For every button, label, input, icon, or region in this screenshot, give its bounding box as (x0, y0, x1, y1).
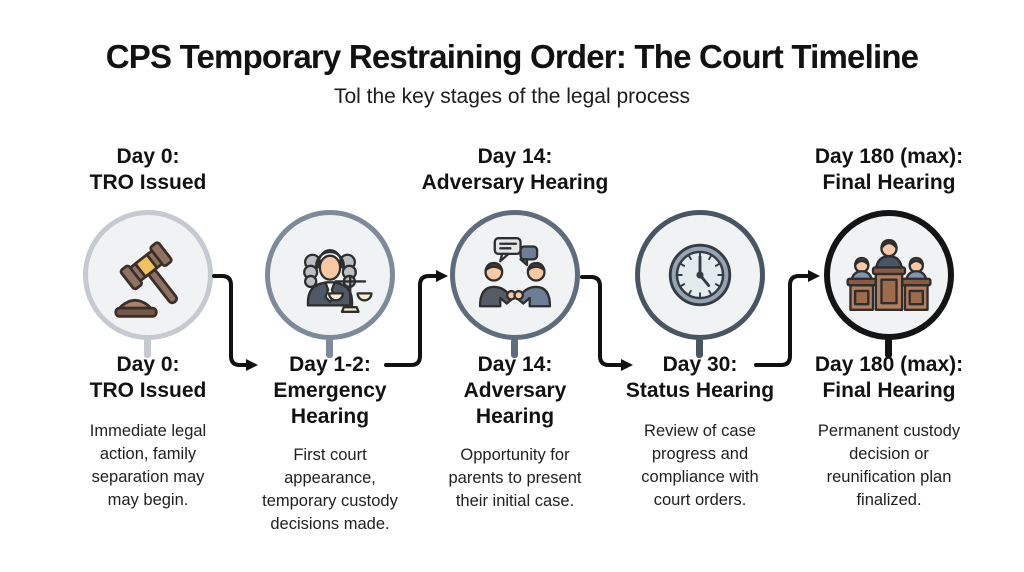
circle-stem (511, 338, 518, 358)
stage-description: Permanent custody decision or reunificat… (817, 422, 961, 509)
stage-circle (635, 210, 765, 340)
stage-description: Opportunity for parents to present their… (448, 446, 582, 510)
stage-description: Immediate legal action, family separatio… (89, 422, 207, 509)
stage-emergency-hearing: Day 1-2: Emergency Hearing First court a… (230, 0, 430, 572)
stage-heading: Day 0: TRO Issued (89, 353, 207, 402)
circle-stem (326, 338, 333, 358)
clock-icon (668, 243, 732, 307)
courtroom-icon (846, 239, 932, 311)
conversation-icon (478, 237, 552, 308)
stage-tro-issued: Day 0: TRO Issued Day 0: TRO Issued Imme… (48, 0, 248, 572)
judge-icon (303, 249, 373, 313)
stage-circle (824, 210, 954, 340)
gavel-icon (114, 241, 178, 318)
stage-top-label: Day 0: TRO Issued (89, 145, 207, 194)
stage-top-label: Day 14: Adversary Hearing (421, 145, 609, 194)
stage-description: Review of case progress and compliance w… (641, 422, 759, 509)
circle-stem (144, 338, 151, 358)
stage-adversary-hearing: Day 14: Adversary Hearing Day 14: Adver (415, 0, 615, 572)
stage-status-hearing: Day 30: Status Hearing Review of case pr… (600, 0, 800, 572)
stage-heading: Day 30: Status Hearing (625, 353, 775, 402)
stage-heading: Day 14: Adversary Hearing (463, 353, 567, 428)
stage-final-hearing: Day 180 (max): Final Hearing (789, 0, 989, 572)
stage-heading: Day 180 (max): Final Hearing (814, 353, 964, 402)
stage-heading: Day 1-2: Emergency Hearing (273, 353, 387, 428)
circle-stem (696, 338, 703, 358)
stage-top-label: Day 180 (max): Final Hearing (814, 145, 964, 194)
circle-stem (885, 338, 892, 358)
stage-description: First court appearance, temporary custod… (262, 446, 398, 533)
page-subtitle: Tol the key stages of the legal process (333, 85, 691, 108)
stage-circle (83, 210, 213, 340)
page-title: CPS Temporary Restraining Order: The Cou… (105, 38, 919, 75)
stage-circle (265, 210, 395, 340)
stage-circle (450, 210, 580, 340)
